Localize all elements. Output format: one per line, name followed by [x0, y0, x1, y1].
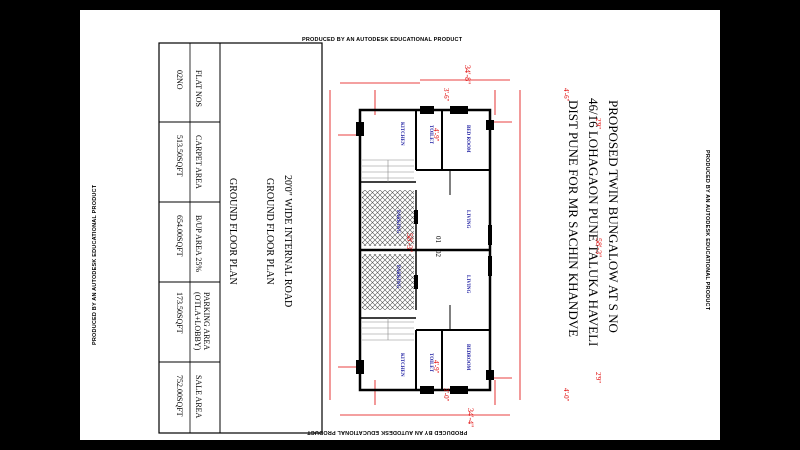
dim-left-depth: 58'-3" [405, 233, 414, 253]
staircase-top [362, 159, 414, 182]
dim-top-right-small: 4'-6" [562, 88, 570, 102]
room-parking-top: PARKING [395, 210, 400, 234]
table-label-parking-2: (OTLA+LOBBY) [193, 292, 202, 351]
table-label-flat-nos: FLAT NOS [194, 70, 203, 107]
floor-plan [329, 79, 521, 416]
watermark-top: PRODUCED BY AN AUTODESK EDUCATIONAL PROD… [302, 37, 463, 43]
watermark-bottom: PRODUCED BY AN AUTODESK EDUCATIONAL PROD… [307, 429, 468, 435]
dim-right-depth: 58'-3" [594, 238, 603, 258]
room-kitchen-bottom: KITCHEN [399, 353, 404, 377]
table-value-parking: 173.50SQFT [175, 292, 184, 334]
watermark-left: PRODUCED BY AN AUTODESK EDUCATIONAL PROD… [92, 184, 98, 345]
table-value-bup: 654.00SQFT [175, 215, 184, 257]
dim-side-right-top: 2'9" [594, 118, 602, 130]
drawing-sheet: PRODUCED BY AN AUTODESK EDUCATIONAL PROD… [80, 10, 720, 440]
room-parking-bottom: PARKING [395, 265, 400, 289]
plan-title: GROUND FLOOR PLAN [264, 178, 275, 285]
staircase-bottom [362, 318, 414, 341]
dim-side-left-bottom: 4'-9" [432, 360, 440, 374]
title-line-1: PROPOSED TWIN BUNGALOW AT S NO [606, 100, 621, 333]
dim-side-right-bottom: 2'9" [594, 372, 602, 384]
dimension-lines [329, 79, 521, 416]
parking-hatch-top [362, 190, 414, 246]
room-bedroom-top: BED ROOM [465, 125, 470, 153]
room-living-bottom: LIVING [465, 275, 470, 294]
table-heading: GROUND FLOOR PLAN [227, 178, 238, 285]
unit-01-label: 01 [434, 236, 442, 243]
table-value-flat-nos: 02NO [175, 70, 184, 90]
table-label-sale: SALE AREA [194, 375, 203, 419]
windows [356, 106, 494, 394]
table-value-carpet: 513.50SQFT [175, 135, 184, 177]
parking-hatch-bottom [362, 254, 414, 310]
watermark-right: PRODUCED BY AN AUTODESK EDUCATIONAL PROD… [704, 150, 710, 311]
dim-side-left-top: 4'-9" [432, 128, 440, 142]
room-kitchen-top: KITCHEN [399, 122, 404, 146]
table-label-bup: B/UP AREA 25% [194, 215, 203, 273]
dim-bottom-left-small: 3'-0" [442, 388, 450, 402]
dim-bottom-width: 34'-4" [466, 408, 475, 428]
dim-bottom-right-small: 4'-0" [562, 388, 570, 402]
dim-top-left-small: 3'-6" [442, 88, 450, 102]
table-label-parking: PARKING AREA [202, 292, 211, 351]
unit-02-label: 02 [434, 250, 442, 257]
room-living-top: LIVING [465, 210, 470, 229]
room-bedroom-bottom: BEDROOM [465, 344, 470, 371]
walls [358, 108, 492, 392]
title-line-2: 46/16 LOHAGAON PUNE TALUKA HAVELI [586, 98, 601, 347]
road-label: 20'0" WIDE INTERNAL ROAD [282, 175, 293, 308]
dim-top-width: 34'-8" [463, 65, 472, 85]
table-value-sale: 752.00SQFT [175, 375, 184, 417]
table-label-carpet: CARPET AREA [194, 135, 203, 189]
area-table [158, 42, 323, 434]
title-line-3: DIST PUNE FOR MR SACHIN KHANDVE [566, 100, 581, 338]
